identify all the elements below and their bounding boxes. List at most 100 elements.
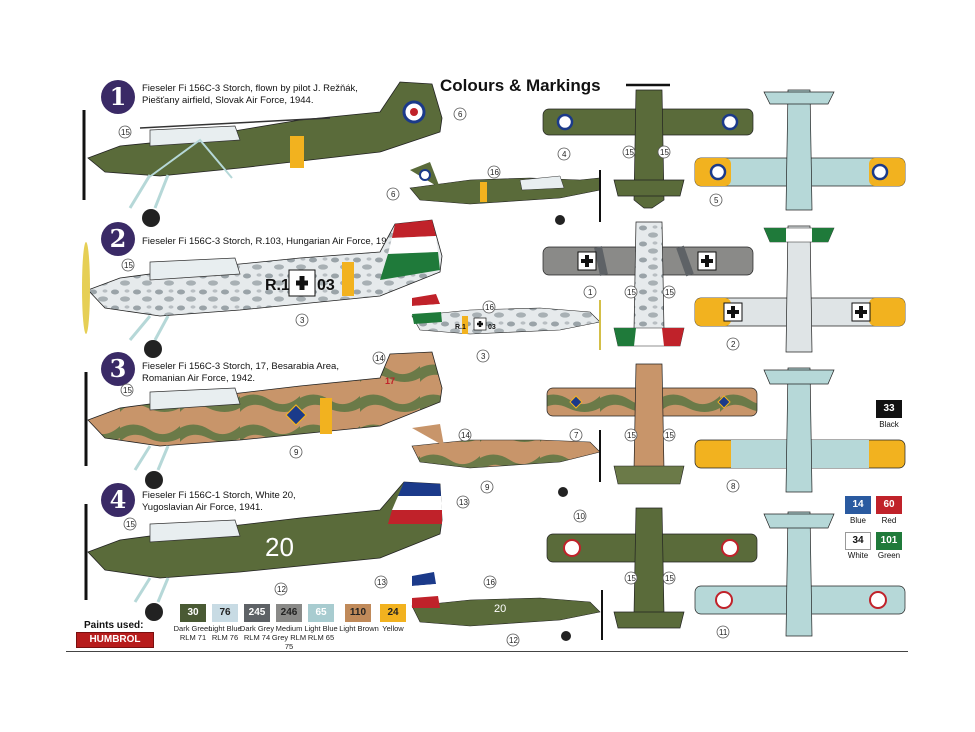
scheme-badge-2: 2 — [101, 222, 135, 256]
callout-16a: 16 — [487, 165, 501, 179]
bottom-rule — [66, 651, 908, 652]
paint-chip-246: 246 — [276, 604, 302, 622]
svg-text:15: 15 — [627, 288, 636, 297]
callout-16c: 16 — [483, 575, 497, 589]
aircraft-bottom-slovak — [694, 89, 906, 211]
svg-text:12: 12 — [277, 585, 286, 594]
paint-label-65: Light Blue RLM 65 — [304, 624, 338, 642]
aircraft-side-hungarian-small: R.1 03 — [411, 294, 601, 350]
callout-8: 8 — [726, 479, 740, 493]
callout-16b: 16 — [482, 300, 496, 314]
paint-chip-245: 245 — [244, 604, 270, 622]
aircraft-top-yugoslav — [546, 507, 758, 629]
scheme-badge-1: 1 — [101, 80, 135, 114]
callout-3b: 3 — [476, 349, 490, 363]
callout-15b: 15 — [622, 145, 636, 159]
svg-text:15: 15 — [665, 288, 674, 297]
svg-text:6: 6 — [458, 110, 463, 119]
aircraft-bottom-hungarian — [694, 225, 906, 353]
svg-text:15: 15 — [660, 148, 669, 157]
aircraft-side-romanian-small — [411, 424, 601, 497]
paint-chip-24: 24 — [380, 604, 406, 622]
svg-text:14: 14 — [461, 431, 470, 440]
svg-text:15: 15 — [627, 574, 636, 583]
legend-chip-green: 101 — [876, 532, 902, 550]
callout-13a: 13 — [456, 495, 470, 509]
aircraft-top-romanian — [546, 363, 758, 485]
aircraft-side-yugoslav-small: 20 — [411, 572, 603, 641]
svg-text:16: 16 — [486, 578, 495, 587]
paint-chip-76: 76 — [212, 604, 238, 622]
svg-text:11: 11 — [719, 628, 728, 637]
svg-text:8: 8 — [731, 482, 736, 491]
humbrol-logo: HUMBROL — [76, 632, 154, 648]
callout-15f: 15 — [662, 285, 676, 299]
svg-text:9: 9 — [485, 483, 490, 492]
hungarian-code-left: R.1 — [265, 277, 290, 294]
svg-text:9: 9 — [294, 448, 299, 457]
callout-9b: 9 — [480, 480, 494, 494]
callout-6a: 6 — [453, 107, 467, 121]
callout-14b: 14 — [458, 428, 472, 442]
callout-14a: 14 — [372, 351, 386, 365]
callout-12b: 12 — [506, 633, 520, 647]
hungarian-small-code-left: R.1 — [455, 324, 466, 331]
legend-label-green: Green — [877, 551, 901, 560]
svg-text:15: 15 — [665, 574, 674, 583]
legend-label-red: Red — [881, 516, 897, 525]
svg-text:6: 6 — [391, 190, 396, 199]
scheme-badge-4: 4 — [101, 483, 135, 517]
paints-used-label: Paints used: — [84, 620, 144, 631]
svg-text:15: 15 — [123, 386, 132, 395]
paint-label-245: Dark Grey RLM 74 — [239, 624, 275, 642]
paint-chip-30: 30 — [180, 604, 206, 622]
callout-15i: 15 — [662, 428, 676, 442]
legend-chip-white: 34 — [845, 532, 871, 550]
callout-15c: 15 — [657, 145, 671, 159]
romanian-code: 17 — [385, 376, 395, 386]
page-title: Colours & Markings — [440, 76, 601, 95]
aircraft-bottom-romanian — [694, 367, 906, 493]
callout-15g: 15 — [120, 383, 134, 397]
svg-text:15: 15 — [126, 520, 135, 529]
svg-text:15: 15 — [665, 431, 674, 440]
callout-11: 11 — [716, 625, 730, 639]
legend-chip-red: 60 — [876, 496, 902, 514]
aircraft-side-yugoslav-large: 20 — [84, 481, 443, 621]
aircraft-top-slovak — [542, 83, 754, 209]
aircraft-side-romanian-large: 17 — [84, 351, 443, 489]
scheme-caption-2: Fieseler Fi 156C-3 Storch, R.103, Hungar… — [142, 236, 400, 247]
svg-text:16: 16 — [490, 168, 499, 177]
aircraft-side-hungarian-large: R.1 03 — [82, 219, 443, 358]
paint-label-24: Yellow — [382, 624, 404, 633]
callout-13b: 13 — [374, 575, 388, 589]
callout-12a: 12 — [274, 582, 288, 596]
paint-label-30: Dark Green RLM 71 — [173, 624, 213, 642]
svg-text:7: 7 — [574, 431, 579, 440]
callout-3a: 3 — [295, 313, 309, 327]
paint-label-76: Light Blue RLM 76 — [208, 624, 242, 642]
svg-text:12: 12 — [509, 636, 518, 645]
svg-text:13: 13 — [459, 498, 468, 507]
aircraft-side-slovak-small — [409, 162, 601, 225]
callout-15e: 15 — [624, 285, 638, 299]
scheme-badge-3: 3 — [101, 352, 135, 386]
callout-15a: 15 — [118, 125, 132, 139]
legend-chip-black: 33 — [876, 400, 902, 418]
svg-text:16: 16 — [485, 303, 494, 312]
legend-label-blue: Blue — [849, 516, 866, 525]
svg-text:14: 14 — [375, 354, 384, 363]
svg-text:2: 2 — [731, 340, 736, 349]
callout-2: 2 — [726, 337, 740, 351]
scheme-caption-3: Fieseler Fi 156C-3 Storch, 17, Besarabia… — [142, 361, 339, 384]
legend-label-white: White — [847, 551, 869, 560]
hungarian-code-right: 03 — [317, 277, 335, 294]
callout-15d: 15 — [121, 258, 135, 272]
callout-5: 5 — [709, 193, 723, 207]
hungarian-small-code-right: 03 — [488, 324, 496, 331]
svg-text:5: 5 — [714, 196, 719, 205]
callout-7: 7 — [569, 428, 583, 442]
scheme-caption-4: Fieseler Fi 156C-1 Storch, White 20, Yug… — [142, 490, 296, 513]
svg-text:15: 15 — [121, 128, 130, 137]
